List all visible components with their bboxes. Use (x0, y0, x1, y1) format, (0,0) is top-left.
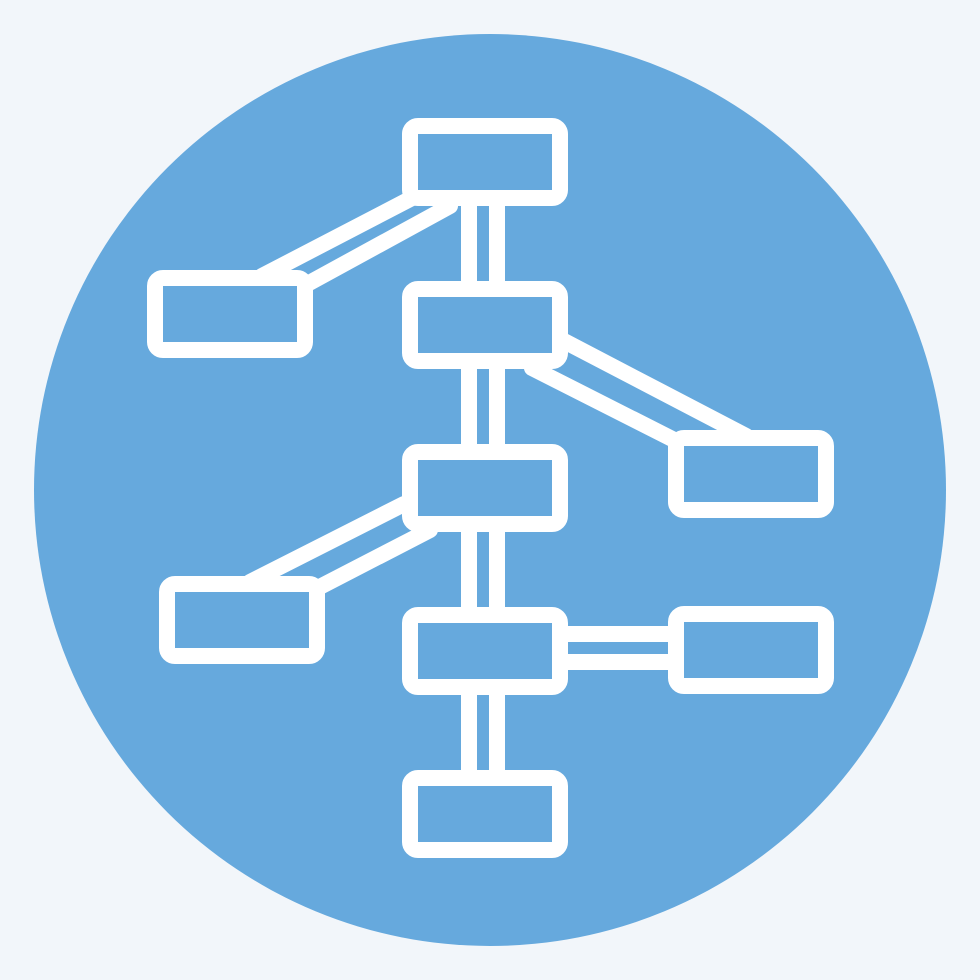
connector-right-upper-b (524, 360, 698, 456)
node-left-lower (159, 576, 325, 664)
node-left-upper (147, 270, 313, 358)
connector-left-upper-a (254, 190, 420, 284)
connector-left-lower-a (242, 496, 412, 590)
connector-right-upper-a (554, 332, 754, 444)
nodes (147, 118, 834, 858)
connector-left-upper-b (292, 198, 458, 296)
node-top (402, 118, 568, 206)
node-bottom (402, 770, 568, 858)
node-spine-4 (402, 607, 568, 695)
node-right-lower (668, 606, 834, 694)
node-spine-2 (402, 281, 568, 369)
node-right-upper (668, 430, 834, 518)
connector-left-lower-b (302, 522, 438, 600)
node-spine-3 (402, 444, 568, 532)
